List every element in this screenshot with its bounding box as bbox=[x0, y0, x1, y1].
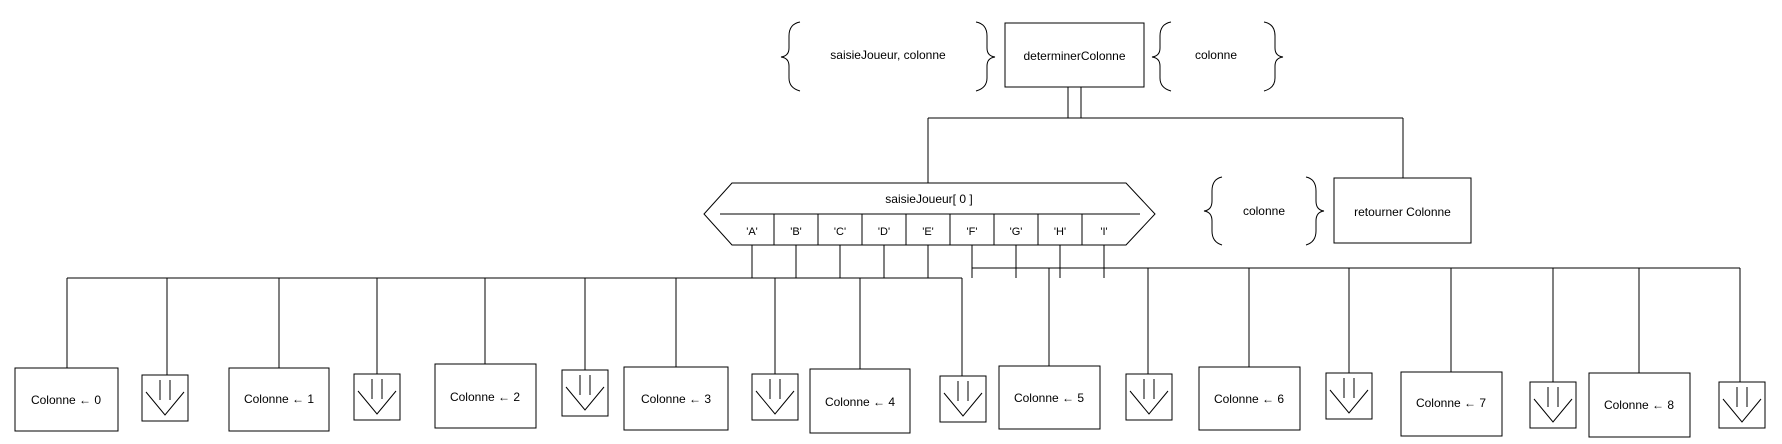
exit-box[interactable] bbox=[1325, 372, 1373, 420]
action-label: Colonne ← 2 bbox=[450, 390, 520, 404]
action-label: Colonne ← 1 bbox=[244, 392, 314, 406]
case-label: 'H' bbox=[1054, 226, 1066, 238]
case-label: 'C' bbox=[834, 226, 846, 238]
input-params-text: saisieJoueur, colonne bbox=[830, 48, 946, 62]
down-arrow-icon bbox=[943, 381, 983, 417]
down-arrow-icon bbox=[1533, 387, 1573, 423]
input-params-left-brace bbox=[780, 21, 801, 92]
case-labels: 'A' 'B' 'C' 'D' 'E' 'F' 'G' 'H' 'I' bbox=[746, 226, 1107, 238]
exit-box[interactable] bbox=[141, 374, 189, 422]
case-label: 'E' bbox=[922, 226, 934, 238]
sequence-connector bbox=[1067, 86, 1082, 119]
action-label: Colonne ← 4 bbox=[825, 395, 895, 409]
case-label: 'B' bbox=[790, 226, 802, 238]
procedure-box[interactable] bbox=[1004, 22, 1145, 88]
down-arrow-icon bbox=[565, 375, 605, 411]
action-box[interactable] bbox=[1400, 371, 1503, 437]
case-label: 'G' bbox=[1010, 226, 1023, 238]
action-box[interactable] bbox=[623, 366, 729, 431]
return-param-text: colonne bbox=[1243, 204, 1285, 218]
action-box[interactable] bbox=[434, 363, 537, 429]
exit-box[interactable] bbox=[1718, 381, 1766, 429]
case-label: 'D' bbox=[878, 226, 890, 238]
exit-box[interactable] bbox=[1529, 381, 1577, 429]
output-params-left-brace bbox=[1151, 21, 1172, 92]
switch-selector: saisieJoueur[ 0 ] bbox=[885, 192, 972, 206]
down-arrow-icon bbox=[1129, 379, 1169, 415]
down-arrow-icon bbox=[755, 379, 795, 415]
action-box[interactable] bbox=[14, 367, 119, 432]
case-label: 'F' bbox=[967, 226, 978, 238]
down-arrow-icon bbox=[357, 379, 397, 415]
branch-lines bbox=[66, 245, 1741, 382]
action-box[interactable] bbox=[998, 365, 1101, 430]
input-params-right-brace bbox=[975, 21, 996, 92]
return-param-left-brace bbox=[1203, 176, 1223, 246]
down-arrow-icon bbox=[145, 380, 185, 416]
case-dividers bbox=[773, 214, 1083, 245]
action-box[interactable] bbox=[1198, 366, 1301, 431]
action-boxes: Colonne ← 0 Colonne ← 1 Colonne ← 2 Colonne… bbox=[14, 363, 1691, 438]
action-box[interactable] bbox=[228, 367, 330, 432]
return-label: retourner Colonne bbox=[1354, 205, 1451, 219]
action-box[interactable] bbox=[1588, 372, 1691, 438]
output-params-right-brace bbox=[1263, 21, 1284, 92]
exit-boxes bbox=[141, 369, 1766, 429]
return-box[interactable] bbox=[1333, 177, 1472, 244]
exit-box[interactable] bbox=[561, 369, 609, 417]
action-label: Colonne ← 7 bbox=[1416, 396, 1486, 410]
action-label: Colonne ← 5 bbox=[1014, 391, 1084, 405]
action-label: Colonne ← 8 bbox=[1604, 398, 1674, 412]
action-label: Colonne ← 0 bbox=[31, 393, 101, 407]
return-param-right-brace bbox=[1305, 176, 1325, 246]
case-label: 'I' bbox=[1100, 226, 1107, 238]
procedure-title: determinerColonne bbox=[1023, 49, 1125, 63]
exit-box[interactable] bbox=[751, 373, 799, 421]
exit-box[interactable] bbox=[353, 373, 401, 421]
action-label: Colonne ← 6 bbox=[1214, 392, 1284, 406]
action-box[interactable] bbox=[809, 368, 911, 434]
down-arrow-icon bbox=[1722, 387, 1762, 423]
exit-box[interactable] bbox=[1125, 373, 1173, 421]
exit-box[interactable] bbox=[939, 375, 987, 423]
case-label: 'A' bbox=[746, 226, 758, 238]
action-label: Colonne ← 3 bbox=[641, 392, 711, 406]
output-params-text: colonne bbox=[1195, 48, 1237, 62]
down-arrow-icon bbox=[1329, 378, 1369, 414]
